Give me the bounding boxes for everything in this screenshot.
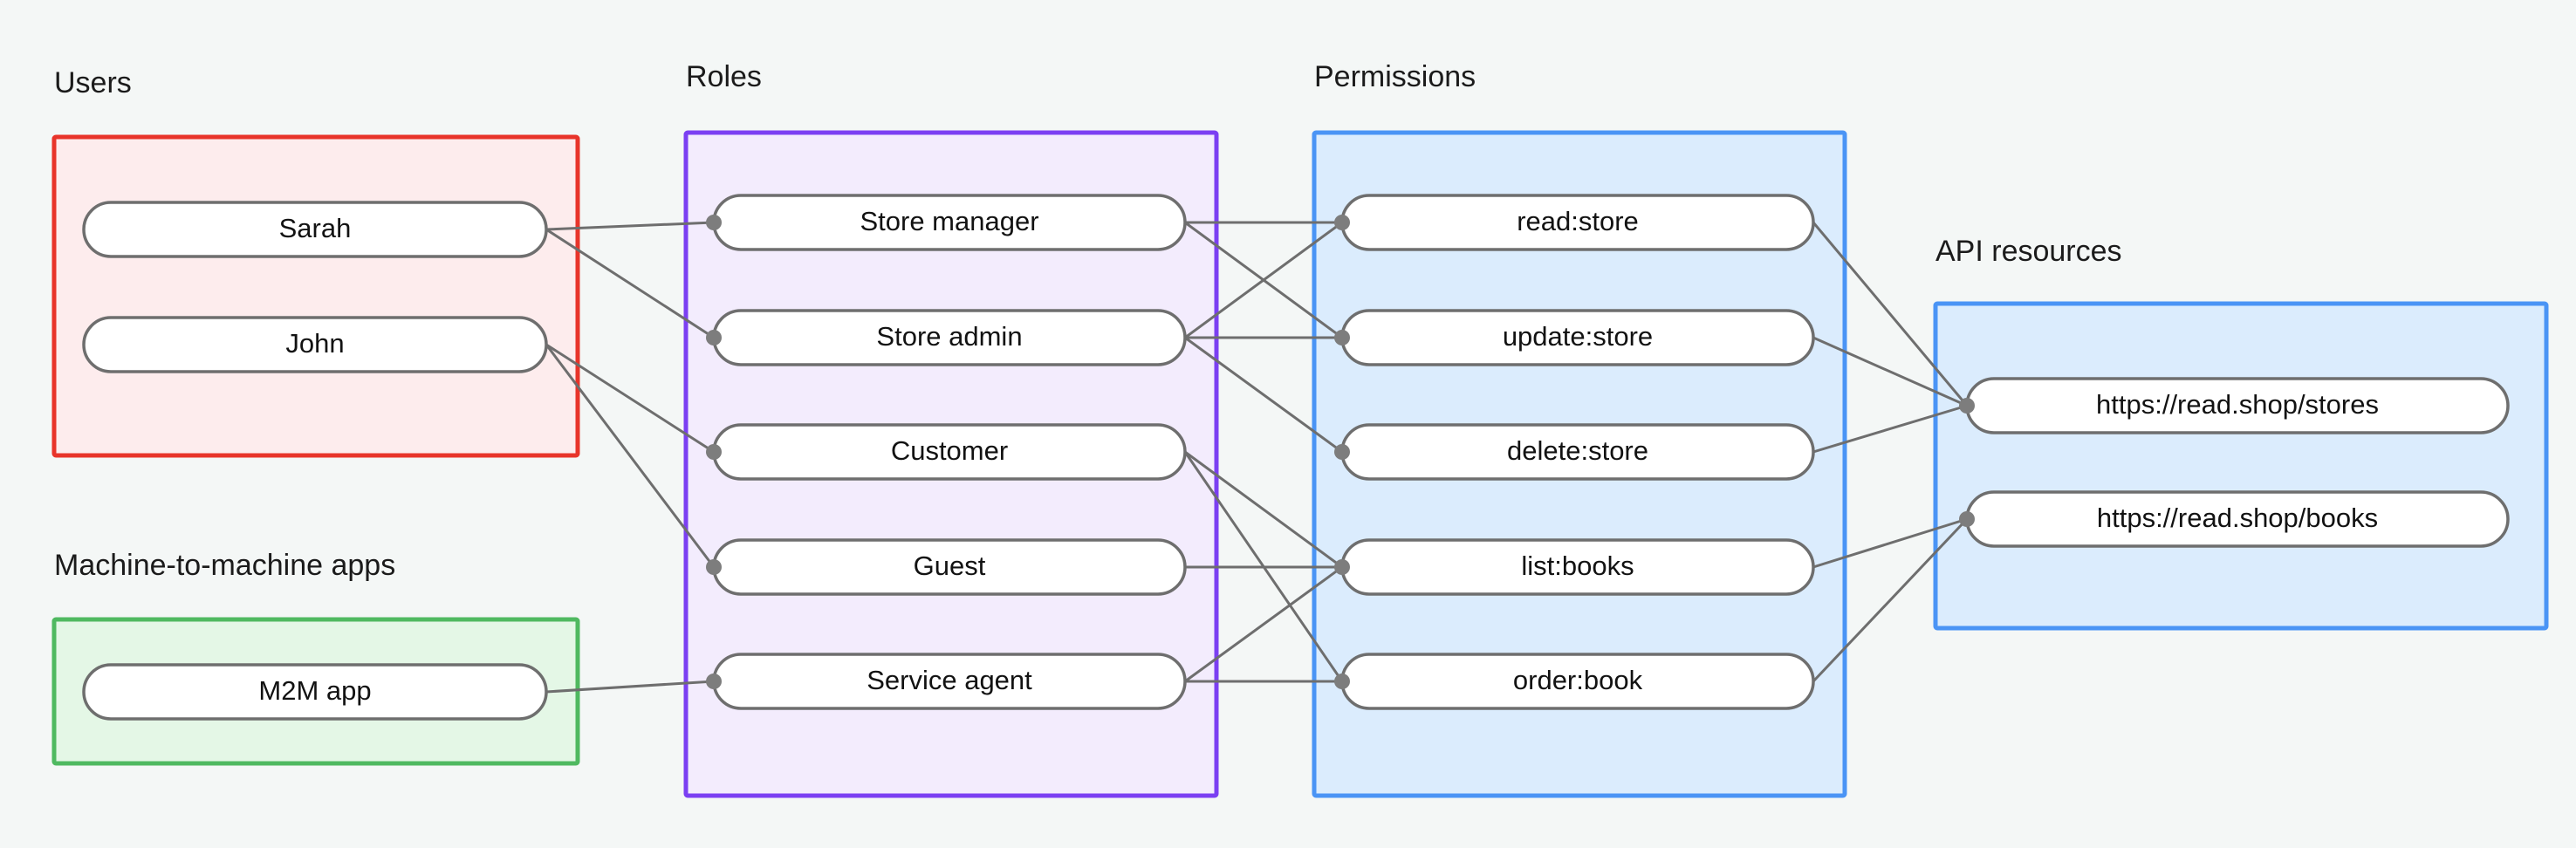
group-label-permissions: Permissions (1314, 60, 1476, 93)
edge-update_store-to-res_stores (1812, 336, 1968, 407)
edge-john-to-customer (545, 343, 715, 454)
node-label-read_store: read:store (1517, 206, 1639, 236)
edge-read_store-to-res_stores (1812, 222, 1969, 407)
node-label-order_book: order:book (1513, 665, 1643, 695)
connector-port-service_agent (706, 674, 722, 689)
connector-port-update_store (1334, 330, 1350, 345)
node-label-list_books: list:books (1521, 551, 1634, 581)
node-label-res_stores: https://read.shop/stores (2096, 389, 2379, 420)
connector-port-res_stores (1959, 398, 1975, 414)
edge-john-to-guest (545, 344, 716, 568)
node-label-sarah: Sarah (279, 213, 352, 243)
node-delete_store[interactable]: delete:store (1340, 423, 1815, 481)
node-label-customer: Customer (891, 435, 1008, 466)
connector-port-guest (706, 559, 722, 575)
group-label-roles: Roles (686, 60, 762, 93)
edge-sarah-to-store_manager (545, 221, 715, 231)
node-update_store[interactable]: update:store (1340, 309, 1815, 366)
connector-port-store_admin (706, 330, 722, 345)
node-label-update_store: update:store (1503, 321, 1653, 352)
node-m2m_app[interactable]: M2M app (82, 663, 548, 721)
node-res_books[interactable]: https://read.shop/books (1965, 490, 2510, 548)
edge-store_admin-to-read_store (1184, 221, 1343, 339)
connector-port-store_manager (706, 215, 722, 230)
node-label-store_manager: Store manager (860, 206, 1038, 236)
connector-port-customer (706, 444, 722, 460)
edge-delete_store-to-res_stores (1812, 404, 1968, 454)
node-label-res_books: https://read.shop/books (2097, 503, 2378, 533)
node-order_book[interactable]: order:book (1340, 653, 1815, 710)
edge-m2m_app-to-service_agent (545, 680, 715, 694)
node-sarah[interactable]: Sarah (82, 201, 548, 258)
node-shape-sarah[interactable] (82, 201, 548, 258)
node-label-store_admin: Store admin (876, 321, 1022, 352)
node-store_admin[interactable]: Store admin (712, 309, 1187, 366)
node-guest[interactable]: Guest (712, 538, 1187, 596)
group-label-users: Users (54, 66, 132, 99)
edge-service_agent-to-list_books (1184, 565, 1343, 683)
node-shape-m2m_app[interactable] (82, 663, 548, 721)
node-res_stores[interactable]: https://read.shop/stores (1965, 377, 2510, 434)
node-label-john: John (285, 328, 344, 359)
edge-sarah-to-store_admin (545, 228, 715, 339)
group-box-api (1933, 301, 2549, 631)
group-api (1933, 301, 2549, 631)
edge-order_book-to-res_books (1812, 517, 1969, 683)
connector-port-order_book (1334, 674, 1350, 689)
node-service_agent[interactable]: Service agent (712, 653, 1187, 710)
node-label-service_agent: Service agent (867, 665, 1032, 695)
node-customer[interactable]: Customer (712, 423, 1187, 481)
node-shape-john[interactable] (82, 316, 548, 373)
connector-port-delete_store (1334, 444, 1350, 460)
node-store_manager[interactable]: Store manager (712, 194, 1187, 251)
node-label-m2m_app: M2M app (258, 675, 371, 706)
group-box-users (51, 134, 580, 458)
node-label-guest: Guest (914, 551, 986, 581)
edge-store_admin-to-delete_store (1184, 336, 1343, 454)
group-users (51, 134, 580, 458)
connector-port-res_books (1959, 511, 1975, 527)
group-label-api: API resources (1935, 235, 2122, 268)
connector-port-list_books (1334, 559, 1350, 575)
node-list_books[interactable]: list:books (1340, 538, 1815, 596)
edge-list_books-to-res_books (1812, 517, 1968, 569)
node-john[interactable]: John (82, 316, 548, 373)
edge-customer-to-list_books (1184, 450, 1343, 569)
group-label-m2m: Machine-to-machine apps (54, 549, 395, 582)
node-read_store[interactable]: read:store (1340, 194, 1815, 251)
node-label-delete_store: delete:store (1507, 435, 1648, 466)
connector-port-read_store (1334, 215, 1350, 230)
